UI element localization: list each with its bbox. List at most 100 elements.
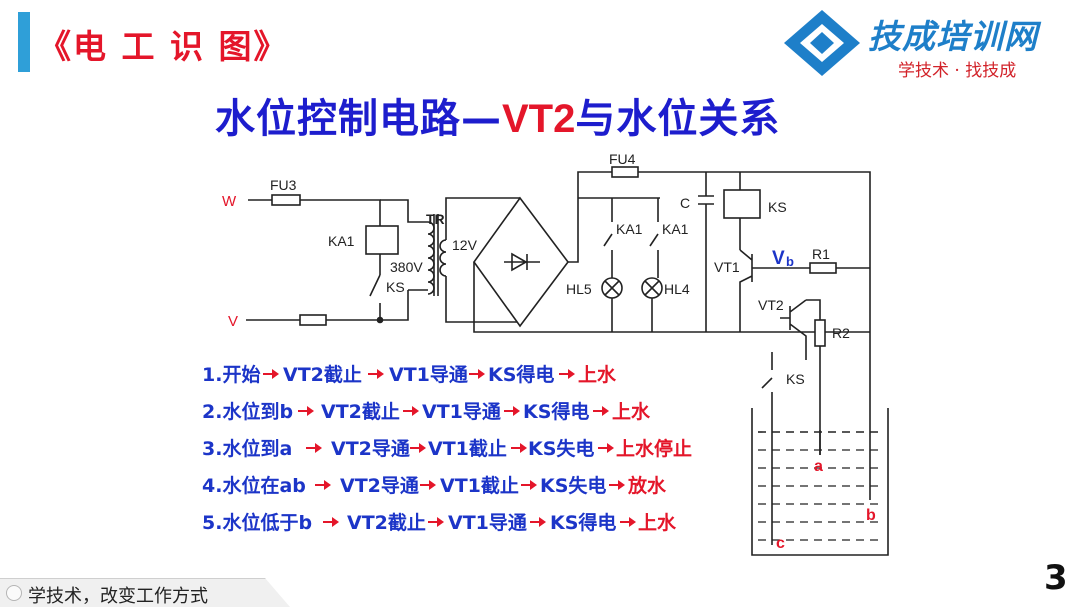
page-number: 3 <box>1044 558 1068 598</box>
step-result: 上水 <box>578 364 617 386</box>
step-vt2-state: VT2截止 <box>321 401 400 423</box>
label-fu4: FU4 <box>609 151 636 167</box>
footer-bar <box>0 578 290 607</box>
label-ka1-contact-a: KA1 <box>616 221 643 237</box>
step-result: 上水 <box>612 401 651 423</box>
label-c: C <box>680 195 690 211</box>
fuse-v <box>299 314 327 326</box>
step-vt1-state: VT1导通 <box>448 512 527 534</box>
label-probe-b: b <box>866 507 876 524</box>
label-ks-left: KS <box>386 279 405 295</box>
step-vt1-state: VT1截止 <box>440 475 519 497</box>
label-ks-tank: KS <box>786 371 805 387</box>
label-vt1: VT1 <box>714 259 740 275</box>
arrow-icon <box>410 443 427 453</box>
label-tr: TR <box>426 211 445 227</box>
arrow-icon <box>403 406 420 416</box>
slide-title-vt2: VT2 <box>502 97 576 141</box>
step-ks-state: KS失电 <box>540 475 607 497</box>
label-hl5: HL5 <box>566 281 592 297</box>
arrow-icon <box>368 369 385 379</box>
wire-v <box>246 290 409 321</box>
step-ks-state: KS得电 <box>550 512 617 534</box>
arrow-icon <box>263 369 280 379</box>
ks-coil <box>723 189 761 219</box>
step-vt2-state: VT2导通 <box>340 475 419 497</box>
tr-secondary <box>439 239 447 277</box>
label-ka1-coil: KA1 <box>328 233 355 249</box>
label-hl4: HL4 <box>664 281 690 297</box>
step-ks-state: KS得电 <box>488 364 555 386</box>
step-condition: 1.开始 <box>202 364 261 386</box>
label-ka1-contact-b: KA1 <box>662 221 689 237</box>
step-condition: 2.水位到b <box>202 401 294 423</box>
arrow-icon <box>598 443 615 453</box>
bridge-diode <box>504 252 540 272</box>
step-result: 上水 <box>638 512 677 534</box>
label-vt2: VT2 <box>758 297 784 313</box>
arrow-icon <box>511 443 528 453</box>
label-vb-sub: b <box>786 254 794 269</box>
step-condition: 3.水位到a <box>202 438 293 460</box>
step-vt1-state: VT1导通 <box>422 401 501 423</box>
step-condition: 5.水位低于b <box>202 512 313 534</box>
label-12v: 12V <box>452 237 478 253</box>
label-probe-c: c <box>776 535 785 552</box>
arrow-icon <box>559 369 576 379</box>
brand-logo-icon <box>784 10 860 76</box>
r2-resistor <box>814 319 826 347</box>
brand-name: 技成培训网 <box>868 17 1038 56</box>
step-result: 放水 <box>628 475 667 497</box>
label-ks-coil: KS <box>768 199 787 215</box>
brand-slogan: 学技术 · 找技成 <box>898 61 1017 81</box>
step-result: 上水停止 <box>616 438 693 460</box>
accent-bar <box>18 12 30 72</box>
arrow-icon <box>530 517 547 527</box>
r1-resistor <box>809 262 837 274</box>
arrow-icon <box>428 517 445 527</box>
slide-title: 水位控制电路—VT2与水位关系 <box>215 86 780 144</box>
course-title: 《电 工 识 图》 <box>38 27 289 66</box>
step-vt1-state: VT1导通 <box>389 364 468 386</box>
footer-slogan: 学技术，改变工作方式 <box>28 586 208 607</box>
slide-title-rest: 与水位关系 <box>575 96 781 142</box>
arrow-icon <box>323 517 340 527</box>
step-ks-state: KS得电 <box>523 401 590 423</box>
label-r2: R2 <box>832 325 850 341</box>
ks-left-switch <box>369 274 381 320</box>
step-condition: 4.水位在ab <box>202 475 306 497</box>
wire-w <box>248 199 381 222</box>
tr-primary <box>427 221 435 295</box>
step-vt1-state: VT1截止 <box>428 438 507 460</box>
label-probe-a: a <box>814 458 823 475</box>
arrow-icon <box>521 480 538 490</box>
arrow-icon <box>298 406 315 416</box>
label-380v: 380V <box>390 259 423 275</box>
fuse-fu3 <box>271 194 301 206</box>
vt2-transistor <box>780 299 821 352</box>
arrow-icon <box>315 480 332 490</box>
label-vb: V <box>772 248 785 269</box>
arrow-icon <box>306 443 323 453</box>
label-v: V <box>228 313 238 330</box>
vt1-transistor <box>739 249 810 332</box>
label-w: W <box>222 193 237 210</box>
step-vt2-state: VT2截止 <box>283 364 362 386</box>
arrow-icon <box>420 480 437 490</box>
water-tank <box>751 408 889 556</box>
arrow-icon <box>593 406 610 416</box>
slide-title-main: 水位控制电路— <box>215 96 502 142</box>
ka1-coil <box>365 225 399 255</box>
arrow-icon <box>609 480 626 490</box>
step-vt2-state: VT2截止 <box>347 512 426 534</box>
brand: 技成培训网 学技术 · 找技成 <box>780 4 1070 84</box>
fuse-fu4 <box>611 166 639 178</box>
footer-dot-icon <box>6 585 22 601</box>
arrow-icon <box>469 369 486 379</box>
arrow-icon <box>504 406 521 416</box>
arrow-icon <box>620 517 637 527</box>
step-ks-state: KS失电 <box>528 438 595 460</box>
label-fu3: FU3 <box>270 177 297 193</box>
ks-tank-switch <box>761 352 773 545</box>
